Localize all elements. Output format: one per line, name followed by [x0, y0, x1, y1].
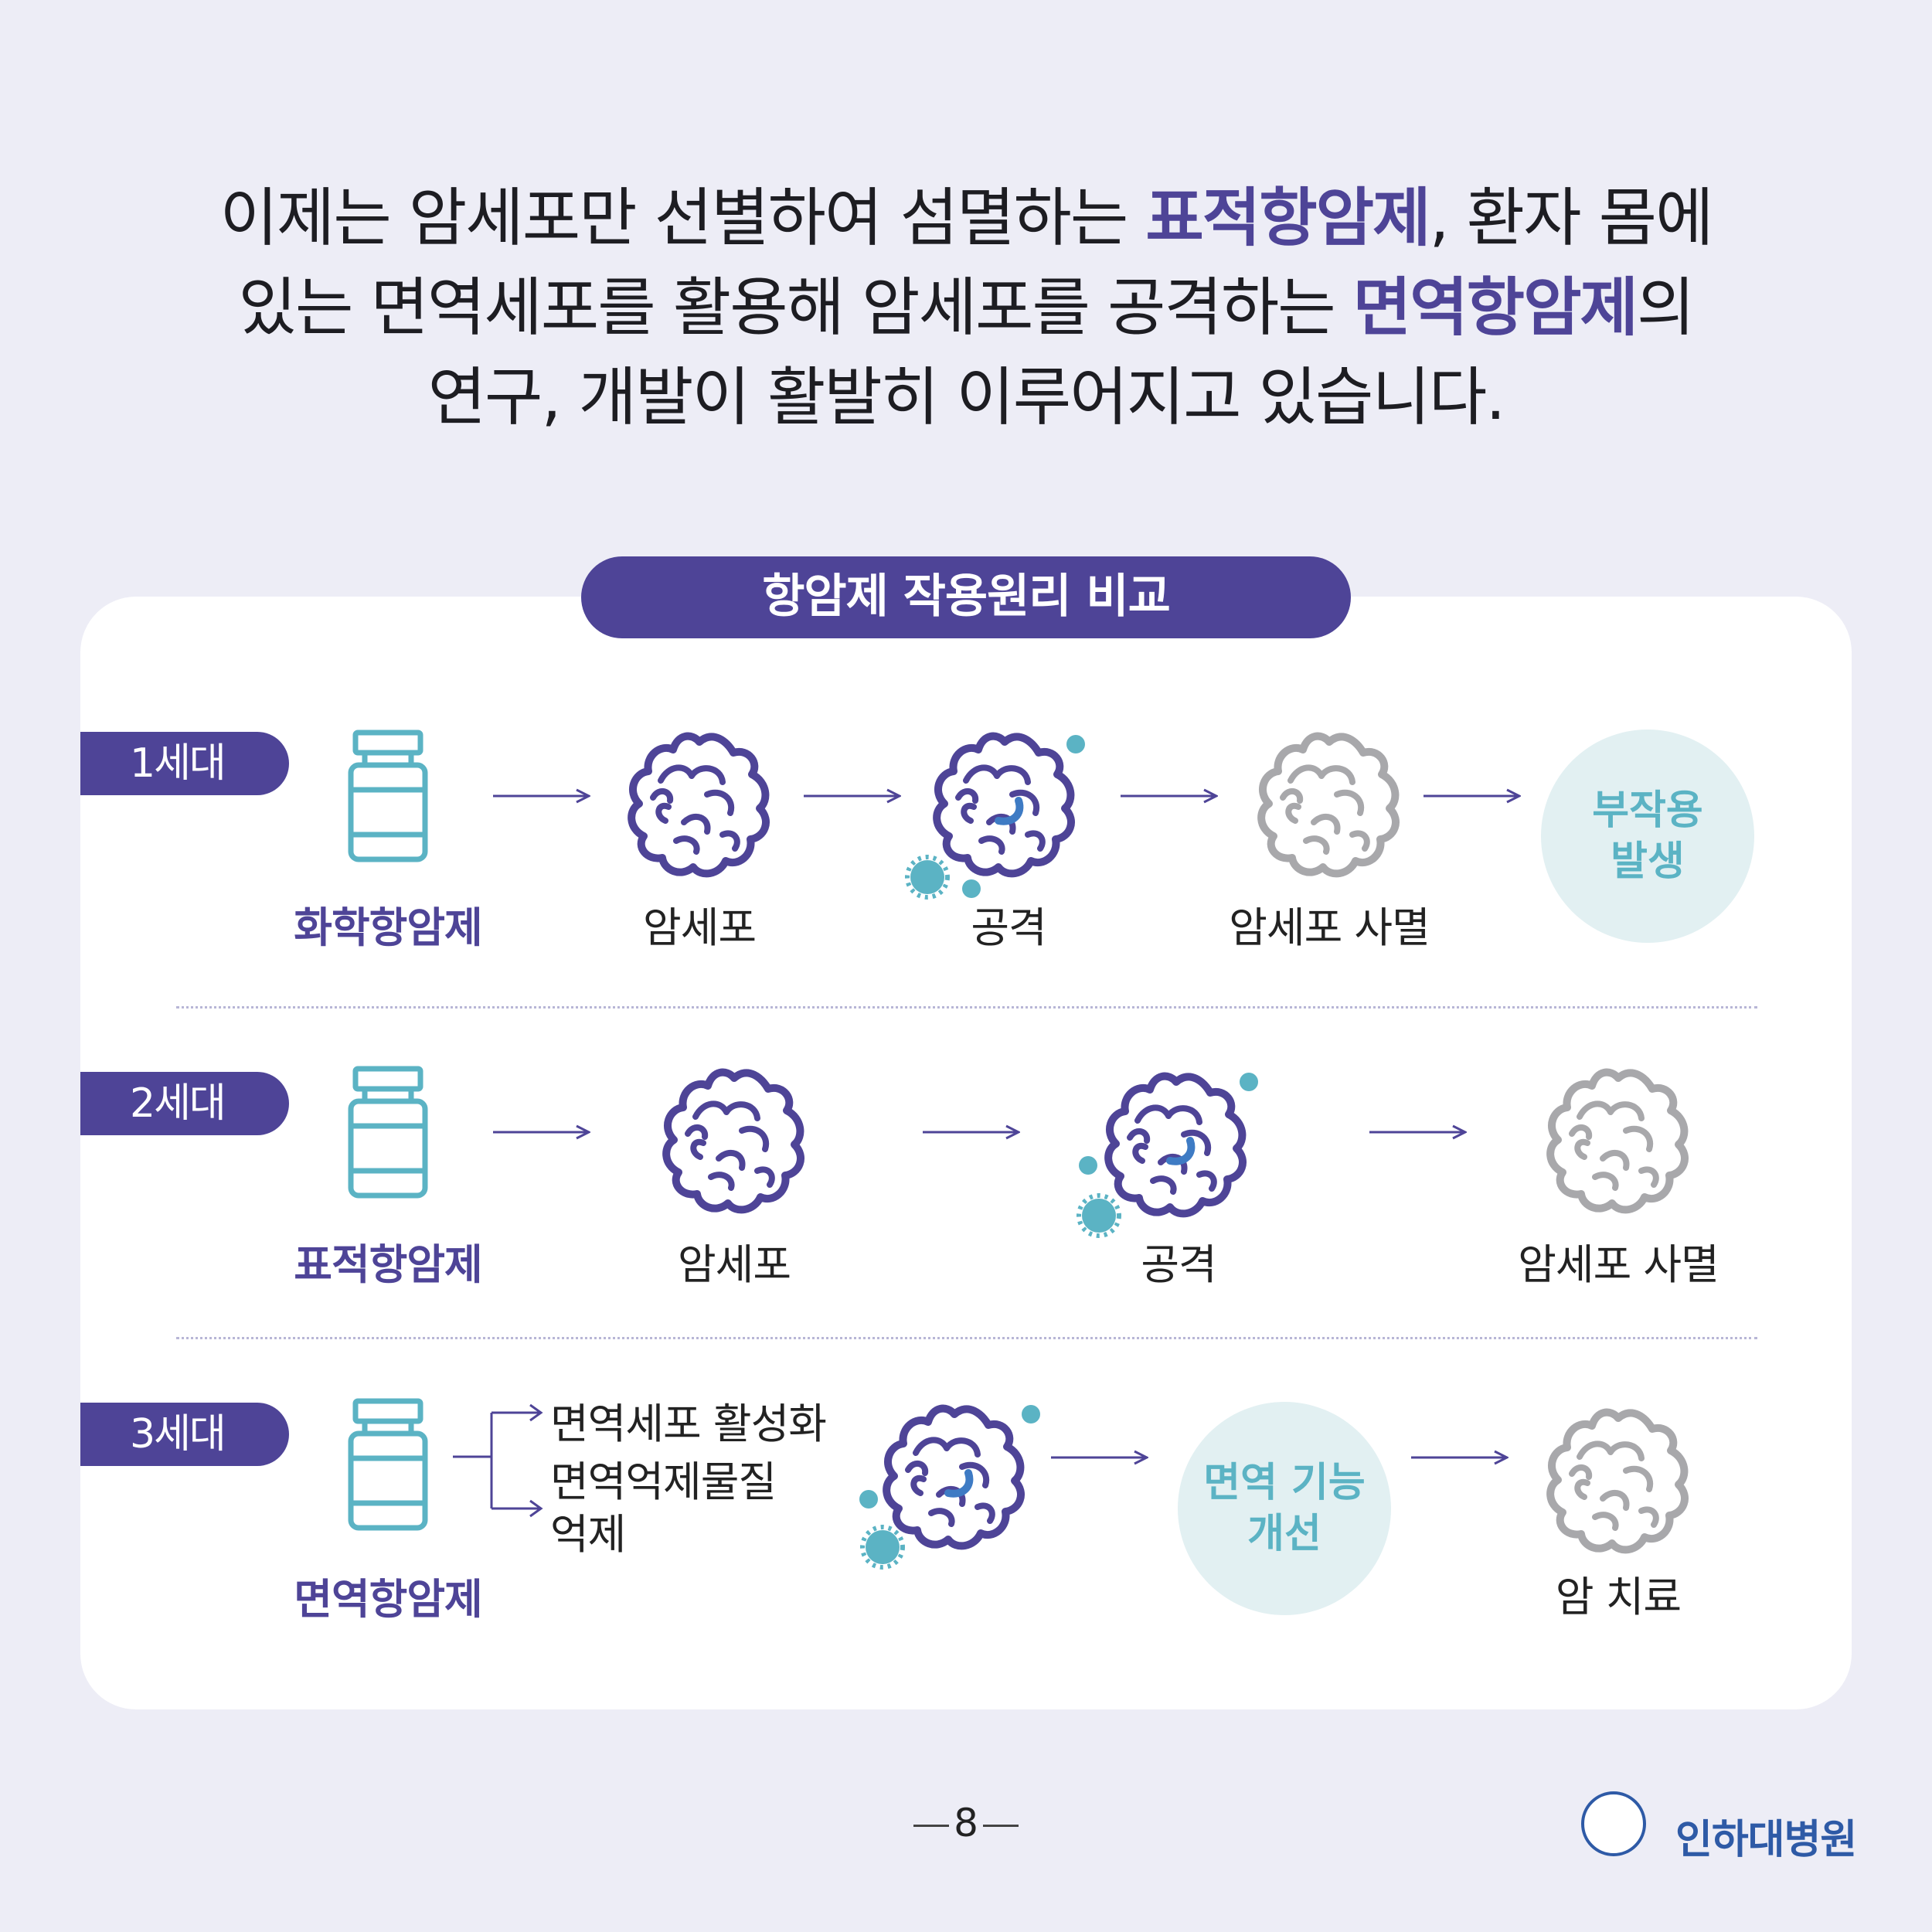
gen1-particle-icon — [962, 879, 981, 898]
hospital-name: 인하대병원 — [1675, 1817, 1857, 1863]
highlight-immune: 면역항암제 — [1352, 271, 1638, 345]
gen3-attacked-cell-icon — [886, 1409, 1021, 1546]
gen2-attacked-cell-icon — [1108, 1077, 1243, 1214]
gen3-immune-improvement-circle: 면역 기능 개선 — [1178, 1402, 1391, 1615]
gen3-branch-connector — [453, 1411, 539, 1510]
gen2-particle-icon — [1079, 1156, 1097, 1175]
gen3-dead-cell-icon — [1550, 1413, 1685, 1550]
gen1-cell-label: 암세포 — [642, 903, 757, 952]
gen1-result-line-1: 부작용 — [1592, 787, 1703, 834]
gen1-death-label: 암세포 사멸 — [1229, 903, 1430, 952]
gen1-dead-cell-icon — [1261, 736, 1396, 874]
gen3-result-line-2: 개선 — [1247, 1511, 1321, 1557]
gen3-immune-cell-icon — [862, 1527, 903, 1567]
gen1-drug-label: 화학항암제 — [294, 903, 482, 952]
highlight-targeted: 표적항암제 — [1145, 182, 1430, 255]
gen2-drug-label: 표적항암제 — [294, 1240, 482, 1289]
gen3-illustrations — [351, 1401, 1685, 1567]
gen3-drug-label: 면역항암제 — [294, 1575, 482, 1624]
gen2-death-label: 암세포 사멸 — [1518, 1240, 1719, 1289]
gen3-branch-arrowheads — [529, 1403, 543, 1518]
gen1-drug-cell-icon — [907, 857, 947, 897]
gen3-branch-activation-label: 면역세포 활성화 — [550, 1400, 827, 1448]
gen3-particle-icon — [859, 1490, 878, 1509]
gen2-illustrations — [351, 1069, 1685, 1236]
gen1-illustrations — [351, 733, 1519, 898]
gen3-result-line-1: 면역 기능 — [1203, 1460, 1366, 1506]
gen3-branch2-line-2: 억제 — [550, 1510, 626, 1559]
gen2-drug-bottle-icon — [351, 1069, 425, 1196]
intro-line-3: 연구, 개발이 활발히 이루어지고 있습니다. — [427, 361, 1506, 434]
gen1-side-effect-circle: 부작용 발생 — [1541, 730, 1754, 943]
gen2-particle-icon — [1240, 1073, 1258, 1091]
gen3-branch-suppression-label: 면역억제물질 억제 — [550, 1456, 777, 1561]
gen3-drug-bottle-icon — [351, 1401, 425, 1528]
gen1-result-line-2: 발생 — [1611, 838, 1685, 885]
gen1-drug-bottle-icon — [351, 733, 425, 859]
gen1-tab: 1세대 — [80, 732, 289, 795]
gen3-particle-icon — [1022, 1405, 1040, 1423]
gen3-branch2-line-1: 면역억제물질 — [550, 1458, 777, 1506]
gen2-tab: 2세대 — [80, 1072, 289, 1135]
gen3-tab: 3세대 — [80, 1403, 289, 1466]
gen3-final-label: 암 치료 — [1555, 1573, 1682, 1621]
gen1-particle-icon — [1066, 735, 1085, 753]
gen1-attacked-cell-icon — [937, 736, 1071, 874]
gen2-dead-cell-icon — [1550, 1073, 1685, 1210]
intro-paragraph: 이제는 암세포만 선별하여 섬멸하는 표적항암제, 환자 몸에 있는 면역세포를… — [0, 174, 1932, 443]
intro-line-2: 있는 면역세포를 활용해 암세포를 공격하는 면역항암제의 — [238, 271, 1696, 345]
comparison-title: 항암제 작용원리 비교 — [581, 556, 1351, 638]
gen2-cell-label: 암세포 — [677, 1240, 791, 1289]
row-divider — [176, 1337, 1757, 1339]
row-divider — [176, 1006, 1757, 1009]
intro-line-1: 이제는 암세포만 선별하여 섬멸하는 표적항암제, 환자 몸에 — [219, 182, 1713, 255]
gen1-cancer-cell-icon — [631, 736, 766, 874]
gen2-attack-label: 공격 — [1141, 1240, 1216, 1289]
page-number: 8 — [908, 1801, 1024, 1845]
gen2-cancer-cell-icon — [666, 1073, 801, 1210]
gen1-attack-label: 공격 — [971, 903, 1046, 952]
hospital-emblem-icon — [1581, 1791, 1646, 1856]
